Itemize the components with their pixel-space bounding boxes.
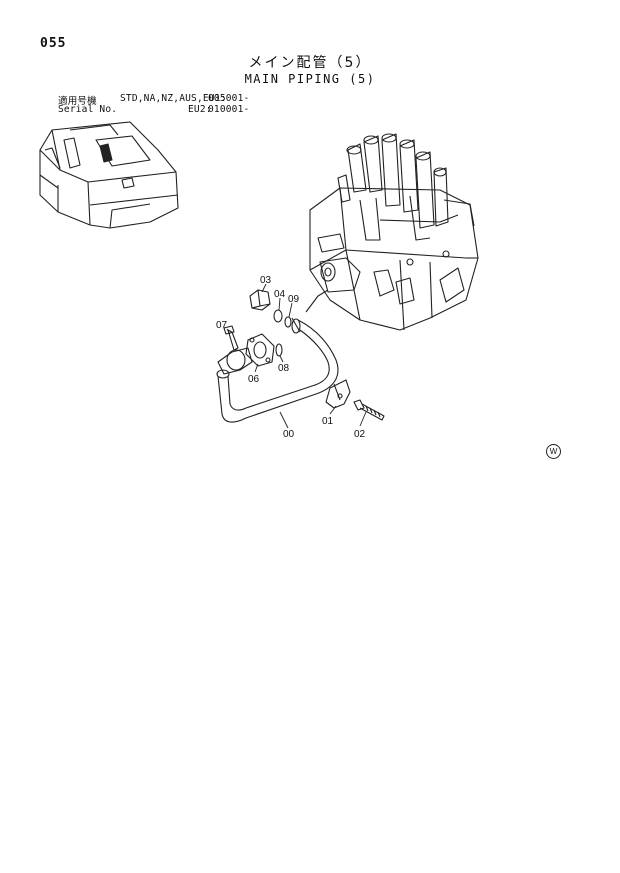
- part-label: 02: [354, 429, 366, 440]
- part-label: 08: [278, 363, 290, 374]
- applicability-models: STD,NA,NZ,AUS,EU1:: [120, 93, 227, 104]
- part-07-bolt: [223, 325, 239, 351]
- leader-lines: [226, 283, 367, 429]
- region-2: EU2:: [188, 104, 212, 115]
- title-english: MAIN PIPING (5): [244, 72, 376, 86]
- part-01-clamp: [325, 379, 351, 409]
- part-03-nut: [249, 289, 271, 311]
- watermark-symbol: W: [546, 444, 561, 459]
- part-label: 03: [260, 275, 272, 286]
- pipe-connection: [305, 289, 329, 313]
- serial-range-1: 005001-: [208, 93, 250, 104]
- title-japanese: メイン配管（5）: [248, 55, 372, 71]
- part-02-bolt: [353, 399, 385, 421]
- elbow-fitting: [217, 347, 253, 375]
- applicability-label-jp: 適用号機: [58, 96, 97, 107]
- part-06-flange: [245, 333, 275, 367]
- part-00-pipe: [216, 317, 339, 423]
- excavator-thumbnail: [39, 121, 179, 229]
- part-09-oring: [284, 316, 292, 328]
- part-08-oring: [275, 343, 283, 357]
- part-04-collar: [273, 309, 283, 323]
- part-label: 09: [288, 294, 300, 305]
- part-label: 01: [322, 416, 334, 427]
- serial-range-2: 010001-: [208, 104, 250, 115]
- page-number: 055: [40, 36, 67, 51]
- part-label: 06: [248, 374, 260, 385]
- applicability-label-en: Serial No.: [58, 104, 118, 115]
- part-label: 04: [274, 289, 286, 300]
- part-label: 07: [216, 320, 228, 331]
- control-valve-illustration: [309, 133, 479, 331]
- part-label: 00: [283, 429, 295, 440]
